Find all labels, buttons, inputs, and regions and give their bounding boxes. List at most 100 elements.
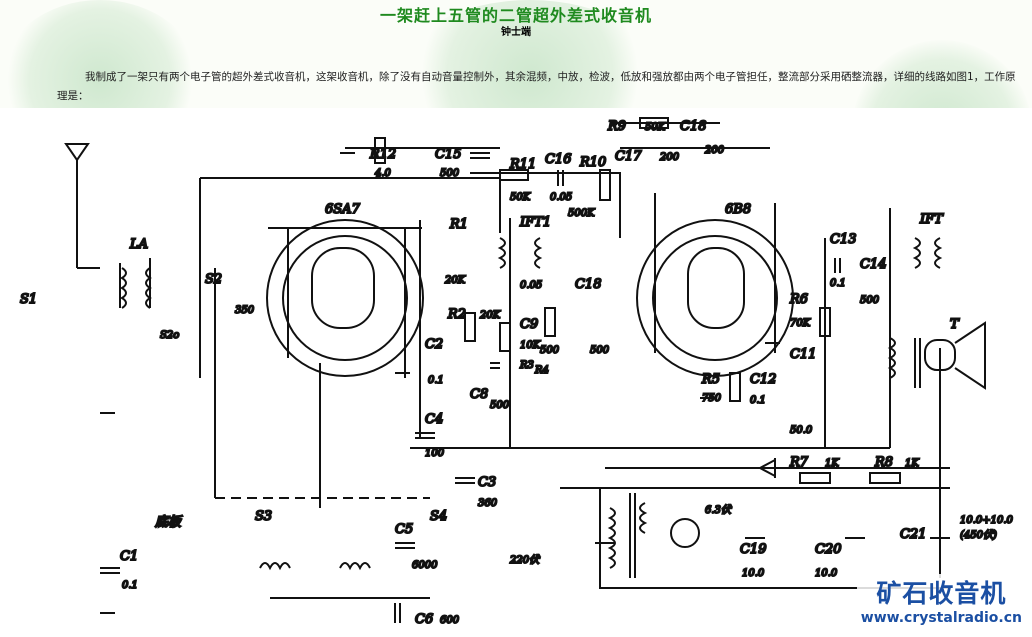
label-r11: R11 [509,157,536,172]
label-c1-value: 0.1 [122,580,138,591]
capacitors [100,152,950,623]
label-r10-value: 500K [568,208,595,219]
label-c15: C15 [435,147,462,162]
label-c21-value: 10.0+10.0 [960,515,1014,526]
label-r2: R2 [447,307,466,322]
schematic-mark [266,219,424,377]
label-r9: R9 [607,119,626,134]
label-mains-voltage: 220伏 [509,554,540,566]
label-r3: R3 [519,360,534,371]
label-c18a-value: 200 [704,145,725,156]
label-c12-value: 0.1 [750,395,766,406]
label-t: T [950,317,960,332]
coil-ift1 [497,237,543,269]
label-350: 350 [235,305,255,316]
antenna-icon [64,143,90,268]
label-r8-value: 1K [905,458,919,469]
schematic-mark [259,562,430,599]
tube-label-6sa7: 6SA7 [325,202,361,217]
resistor-r11 [499,169,529,181]
label-c9: C9 [520,317,538,332]
resistor-r8 [869,472,901,484]
label-r7-value: 1K [825,458,839,469]
label-r7: R7 [789,455,809,470]
label-c8-value: 500 [490,400,510,411]
watermark-url: www.crystalradio.cn [860,610,1022,626]
selenium-rectifier-icon [757,458,776,478]
label-c3-value: 360 [478,498,498,509]
label-c17-value: 200 [659,152,680,163]
watermark-name: 矿石收音机 [876,579,1007,608]
label-r4-value: 500 [540,345,560,356]
label-r3-value: 10K [520,340,541,351]
label-c14-value: 500 [860,295,880,306]
label-c18: C18 [575,277,602,292]
schematic-mark [924,339,956,371]
label-c21: C21 [900,527,927,542]
coil-la [120,267,152,309]
label-c5-value: 6000 [412,560,438,571]
label-r9-value: 50K [645,122,666,133]
schematic-mark [652,235,778,361]
label-c4: C4 [425,412,443,427]
label-r1-value: 20K [444,275,466,286]
article-title: 一架赶上五管的二管超外差式收音机 [379,6,652,25]
schematic-mark [887,337,921,388]
label-s1: S1 [20,292,37,307]
label-c13: C13 [830,232,857,247]
power-transformer [607,493,700,578]
watermark-logo: 矿石收音机 www.crystalradio.cn [856,574,1026,626]
label-c6-value: 600 [440,615,460,626]
label-c11-value: 50.0 [790,425,813,436]
label-s4: S4 [430,509,447,524]
label-r1: R1 [449,217,468,232]
label-heater-voltage: 6.3伏 [705,504,732,516]
ground-icons [100,152,780,614]
label-s2: S2 [205,272,222,287]
label-r11-value: 50K [510,192,531,203]
schematic-mark [670,518,700,548]
output-transformer [887,321,986,390]
schematic-mark [954,321,986,390]
label-c2-value: 0.1 [428,375,444,386]
schematic-mark [687,247,745,329]
potentiometer-r10 [599,169,611,201]
label-c15-value: 500 [440,168,460,179]
label-chassis: 底板 [155,515,183,530]
article-paragraph: 我制成了一架只有两个电子管的超外差式收音机，这架收音机，除了没有自动音量控制外，… [57,71,1016,102]
circuit-schematic: 6SA7 6B8 LA S1 S2 S2o 350 R1 20K R12 4.0… [0,108,1032,637]
label-r6: R6 [789,292,808,307]
label-c17: C17 [615,149,642,164]
label-c16: C16 [545,152,572,167]
label-c1: C1 [120,549,138,564]
schematic-mark [268,227,422,378]
label-c16-value: 0.05 [550,192,572,203]
label-r10: R10 [579,155,606,170]
label-c9-value: 0.05 [520,280,542,291]
label-r4: R4 [534,365,549,376]
schematic-mark [0,108,1032,637]
label-r12: R12 [369,147,396,162]
resistor-r2 [464,312,476,342]
label-ift: IFT [919,212,944,227]
tube-6b8 [636,193,794,377]
schematic-mark [120,267,152,309]
resistor-r6 [819,307,831,337]
schematic-mark [100,152,950,623]
label-c20-value: 10.0 [815,568,838,579]
label-la: LA [129,237,148,252]
label-c12: C12 [750,372,777,387]
label-r2-value: 20K [479,310,501,321]
label-ift1: IFT1 [519,215,551,230]
schematic-mark [912,237,943,269]
label-c4-value: 100 [425,448,445,459]
schematic-mark [607,493,648,578]
label-c18-value: 500 [590,345,610,356]
label-c19: C19 [740,542,767,557]
resistor-r12 [374,137,386,164]
schematic-mark [497,237,543,269]
coil-ift [912,237,943,269]
label-c21-voltage: (450伏) [960,529,997,541]
label-c14: C14 [860,257,887,272]
schematic-mark [311,247,375,329]
